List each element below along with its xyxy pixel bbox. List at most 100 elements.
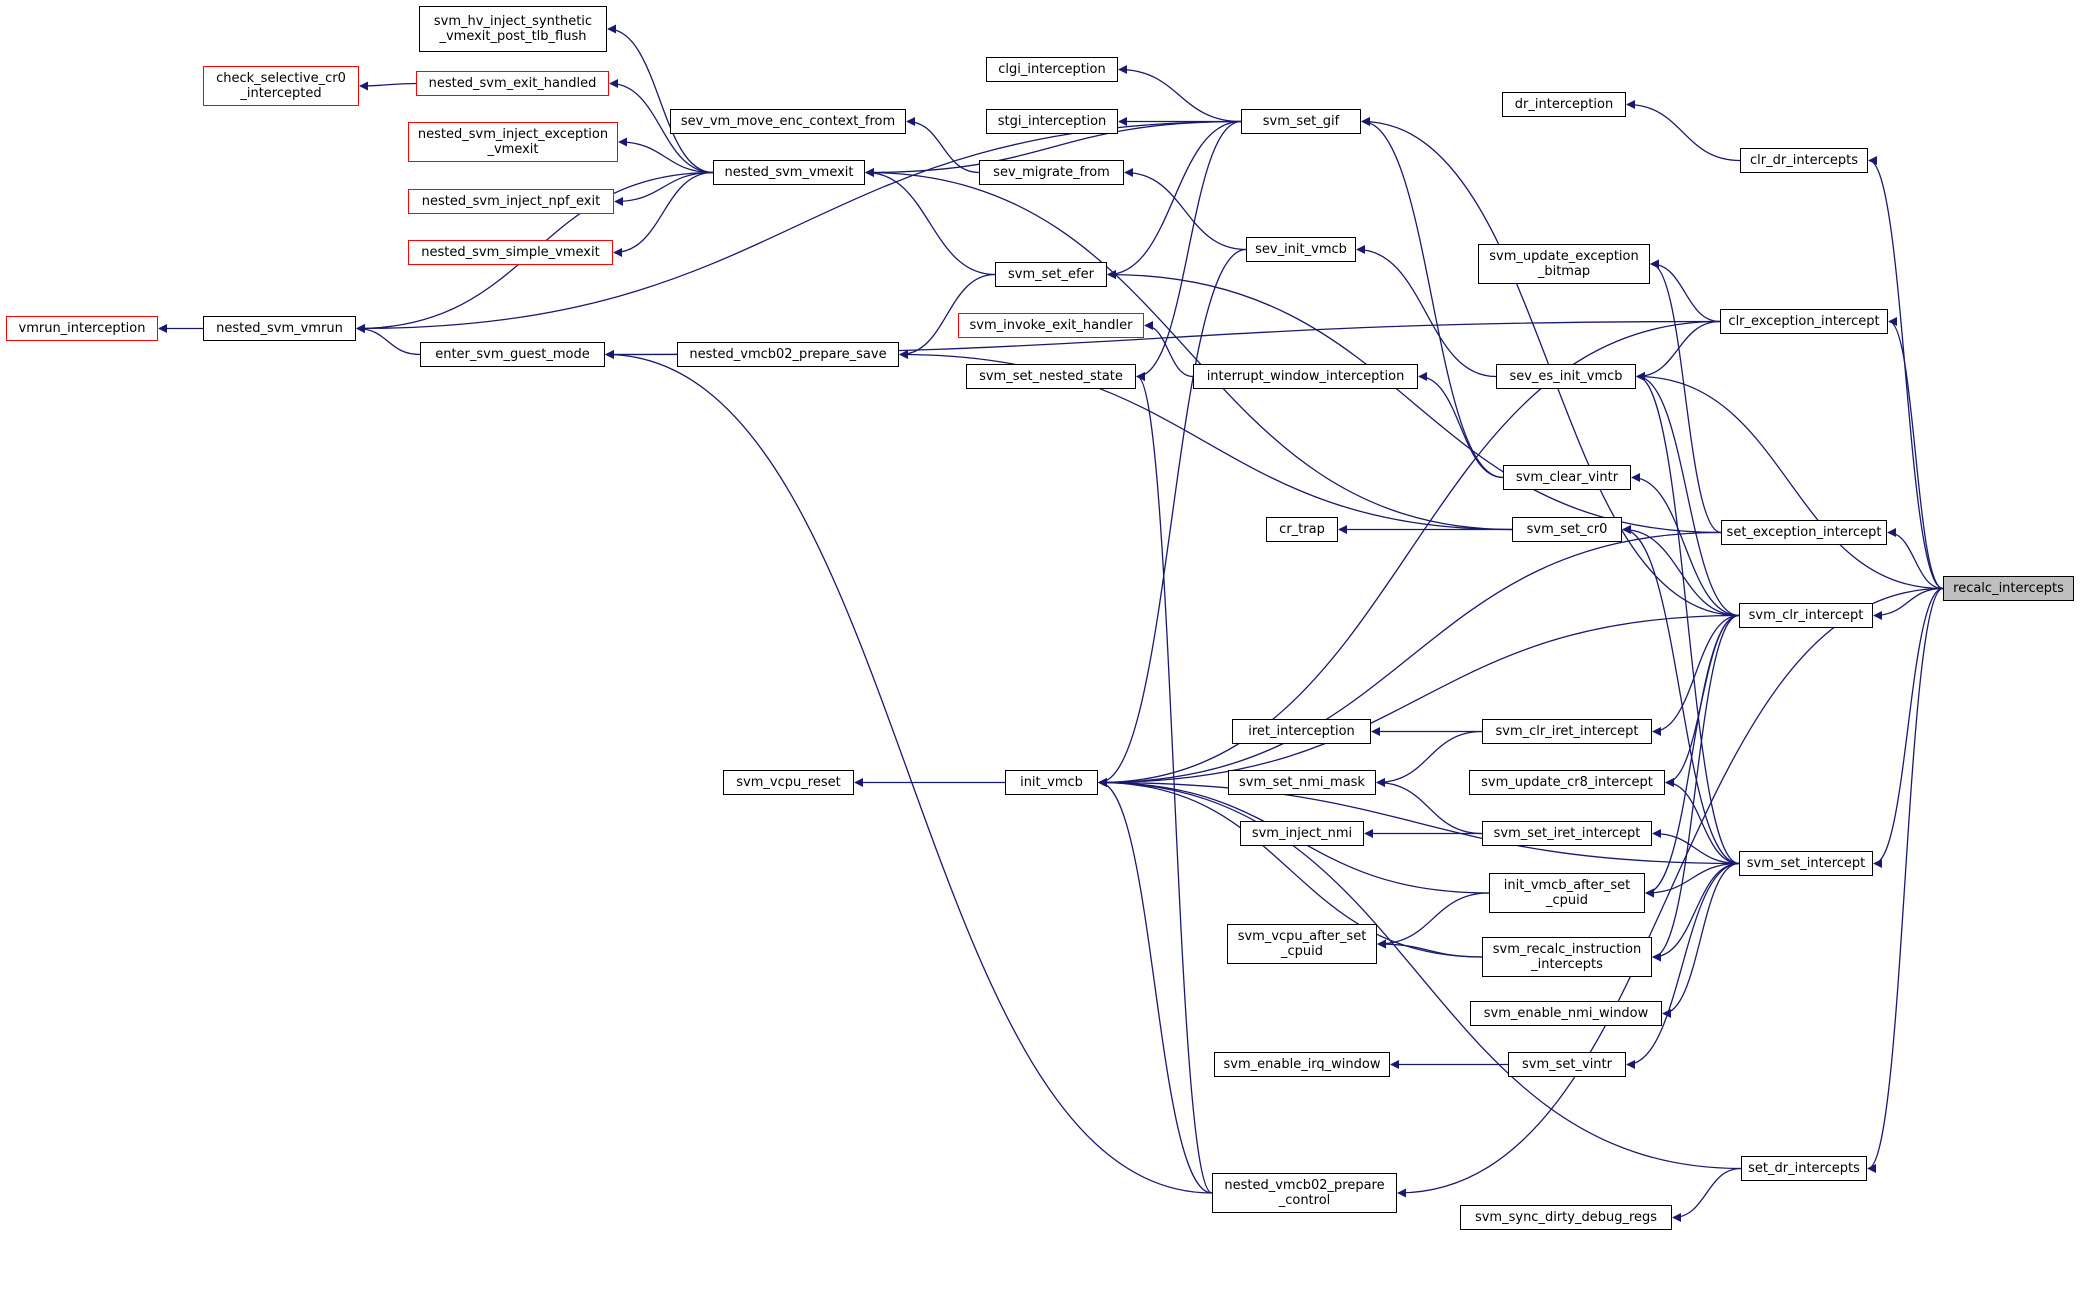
node-sev-init-vmcb[interactable]: sev_init_vmcb bbox=[1246, 237, 1356, 262]
node-init-vmcb-after-set-cpuid[interactable]: init_vmcb_after_set _cpuid bbox=[1489, 873, 1645, 913]
edge-svm-set-iret-intercept-to-svm-set-nmi-mask bbox=[1376, 778, 1483, 835]
edge-nested-svm-vmexit-to-nsvm-exit-handled bbox=[609, 79, 714, 174]
edge-svm-clr-intercept-to-init-vmcb-after-set-cpuid bbox=[1645, 614, 1740, 898]
node-set-dr-intercepts[interactable]: set_dr_intercepts bbox=[1741, 1156, 1867, 1181]
node-svm-vcpu-reset[interactable]: svm_vcpu_reset bbox=[723, 770, 854, 795]
edge-set-dr-intercepts-to-svm-sync-dirty-debug-regs bbox=[1672, 1167, 1742, 1222]
node-svm-set-efer[interactable]: svm_set_efer bbox=[995, 262, 1107, 287]
edge-svm-clr-iret-intercept-to-svm-set-nmi-mask bbox=[1376, 730, 1483, 787]
edge-svm-set-intercept-to-sev-es-init-vmcb bbox=[1636, 372, 1740, 865]
edge-recalc-intercepts-to-nested-vmcb02-prepare-control bbox=[1397, 587, 1944, 1198]
node-nsvm-simple[interactable]: nested_svm_simple_vmexit bbox=[408, 240, 613, 265]
edge-svm-set-gif-to-clgi bbox=[1118, 65, 1242, 123]
edge-svm-clr-intercept-to-svm-set-cr0 bbox=[1622, 525, 1740, 617]
node-interrupt-window[interactable]: interrupt_window_interception bbox=[1193, 364, 1418, 389]
node-svm-clr-intercept[interactable]: svm_clr_intercept bbox=[1739, 603, 1873, 628]
node-svm-enable-irq-window[interactable]: svm_enable_irq_window bbox=[1214, 1052, 1390, 1077]
node-svm-clear-vintr[interactable]: svm_clear_vintr bbox=[1503, 465, 1631, 490]
edge-svm-set-gif-to-svm-set-nested-state bbox=[1136, 120, 1242, 381]
edge-svm-set-gif-to-nested-svm-vmexit bbox=[865, 120, 1242, 177]
node-svm-set-nmi-mask[interactable]: svm_set_nmi_mask bbox=[1228, 770, 1376, 795]
edge-clr-exception-intercept-to-svm-update-exception-bitmap bbox=[1650, 259, 1721, 323]
node-svm-set-iret-intercept[interactable]: svm_set_iret_intercept bbox=[1482, 821, 1652, 846]
node-nested-vmcb02-prepare-control[interactable]: nested_vmcb02_prepare _control bbox=[1212, 1173, 1397, 1213]
node-svm-sync-dirty-debug-regs[interactable]: svm_sync_dirty_debug_regs bbox=[1460, 1205, 1672, 1230]
edge-recalc-intercepts-to-clr-dr-intercepts bbox=[1868, 156, 1944, 590]
node-nested-svm-vmrun[interactable]: nested_svm_vmrun bbox=[203, 316, 356, 341]
edge-clr-dr-intercepts-to-dr-interception bbox=[1626, 100, 1741, 162]
node-svm-vcpu-after-set-cpuid[interactable]: svm_vcpu_after_set _cpuid bbox=[1227, 924, 1377, 964]
node-svm-invoke-exit-handler[interactable]: svm_invoke_exit_handler bbox=[958, 313, 1144, 338]
edge-recalc-intercepts-to-svm-set-intercept bbox=[1873, 587, 1944, 868]
edge-svm-set-intercept-to-init-vmcb-after-set-cpuid bbox=[1645, 862, 1740, 898]
edge-clr-exception-intercept-to-init-vmcb bbox=[1098, 320, 1721, 787]
edge-clr-exception-intercept-to-sev-es-init-vmcb bbox=[1636, 320, 1721, 381]
edge-svm-clear-vintr-to-svm-set-gif bbox=[1361, 117, 1504, 479]
node-svm-recalc-instruction-intercepts[interactable]: svm_recalc_instruction _intercepts bbox=[1482, 937, 1652, 977]
edge-sev-migrate-from-to-sev-vm-move bbox=[906, 117, 980, 174]
edge-recalc-intercepts-to-set-exception-intercept bbox=[1887, 528, 1944, 590]
node-dr-interception[interactable]: dr_interception bbox=[1502, 92, 1626, 117]
node-check-cr0[interactable]: check_selective_cr0 _intercepted bbox=[203, 66, 359, 106]
edge-init-vmcb-after-set-cpuid-to-svm-vcpu-after-set-cpuid bbox=[1377, 892, 1490, 949]
edge-nested-svm-vmexit-to-nsvm-simple bbox=[613, 171, 714, 257]
node-svm-set-gif[interactable]: svm_set_gif bbox=[1241, 109, 1361, 134]
node-svm-update-cr8-intercept[interactable]: svm_update_cr8_intercept bbox=[1469, 770, 1665, 795]
node-sev-migrate-from[interactable]: sev_migrate_from bbox=[979, 160, 1124, 185]
node-sev-es-init-vmcb[interactable]: sev_es_init_vmcb bbox=[1496, 364, 1636, 389]
edge-set-exception-intercept-to-svm-set-efer bbox=[1107, 270, 1722, 534]
node-sev-vm-move[interactable]: sev_vm_move_enc_context_from bbox=[670, 109, 906, 134]
node-svm-update-exception-bitmap[interactable]: svm_update_exception _bitmap bbox=[1478, 244, 1650, 284]
edge-svm-clr-intercept-to-svm-recalc-instruction-intercepts bbox=[1652, 614, 1740, 962]
node-stgi[interactable]: stgi_interception bbox=[986, 109, 1118, 134]
node-nsvm-inject-npf[interactable]: nested_svm_inject_npf_exit bbox=[408, 189, 614, 214]
edge-nested-svm-vmexit-to-svm-hv bbox=[607, 24, 714, 174]
edge-sev-init-vmcb-to-init-vmcb bbox=[1098, 248, 1247, 787]
edge-enter-svm-guest-mode-to-nested-svm-vmrun bbox=[356, 324, 421, 356]
node-clr-exception-intercept[interactable]: clr_exception_intercept bbox=[1720, 309, 1888, 334]
edge-nested-vmcb02-prepare-control-to-enter-svm-guest-mode bbox=[605, 350, 1213, 1194]
edge-nested-svm-vmexit-to-nsvm-inject-npf bbox=[614, 171, 714, 206]
node-svm-set-cr0[interactable]: svm_set_cr0 bbox=[1512, 517, 1622, 542]
edge-svm-set-intercept-to-svm-set-iret-intercept bbox=[1652, 829, 1740, 865]
node-svm-clr-iret-intercept[interactable]: svm_clr_iret_intercept bbox=[1482, 719, 1652, 744]
node-clr-dr-intercepts[interactable]: clr_dr_intercepts bbox=[1740, 148, 1868, 173]
edge-svm-set-efer-to-nested-vmcb02-prepare-save bbox=[899, 273, 996, 359]
node-svm-inject-nmi[interactable]: svm_inject_nmi bbox=[1240, 821, 1364, 846]
edge-recalc-intercepts-to-sev-es-init-vmcb bbox=[1636, 372, 1944, 590]
node-nsvm-inject-exc[interactable]: nested_svm_inject_exception _vmexit bbox=[408, 122, 618, 162]
node-cr-trap[interactable]: cr_trap bbox=[1266, 517, 1338, 542]
edge-svm-recalc-instruction-intercepts-to-svm-vcpu-after-set-cpuid bbox=[1377, 939, 1483, 958]
edge-svm-set-intercept-to-svm-set-cr0 bbox=[1622, 525, 1740, 865]
node-nested-vmcb02-prepare-save[interactable]: nested_vmcb02_prepare_save bbox=[677, 342, 899, 367]
edge-svm-set-intercept-to-svm-enable-nmi-window bbox=[1662, 862, 1740, 1018]
node-init-vmcb[interactable]: init_vmcb bbox=[1005, 770, 1098, 795]
edge-layer bbox=[158, 24, 1944, 1222]
edge-recalc-intercepts-to-set-dr-intercepts bbox=[1867, 587, 1944, 1173]
node-svm-enable-nmi-window[interactable]: svm_enable_nmi_window bbox=[1470, 1001, 1662, 1026]
edge-svm-set-intercept-to-init-vmcb bbox=[1098, 778, 1740, 865]
edge-svm-clr-intercept-to-sev-es-init-vmcb bbox=[1636, 372, 1740, 617]
edge-svm-set-intercept-to-svm-update-cr8-intercept bbox=[1665, 778, 1740, 865]
node-nsvm-exit-handled[interactable]: nested_svm_exit_handled bbox=[416, 71, 609, 96]
node-vmrun-interception[interactable]: vmrun_interception bbox=[6, 316, 158, 341]
edge-svm-set-intercept-to-svm-recalc-instruction-intercepts bbox=[1652, 862, 1740, 962]
node-svm-set-vintr[interactable]: svm_set_vintr bbox=[1508, 1052, 1626, 1077]
edge-svm-clr-intercept-to-svm-clear-vintr bbox=[1631, 473, 1740, 617]
node-set-exception-intercept[interactable]: set_exception_intercept bbox=[1721, 520, 1887, 545]
edge-svm-set-intercept-to-svm-set-vintr bbox=[1626, 862, 1740, 1069]
edge-set-exception-intercept-to-svm-update-exception-bitmap bbox=[1650, 259, 1722, 534]
node-recalc-intercepts: recalc_intercepts bbox=[1943, 576, 2074, 601]
node-svm-set-intercept[interactable]: svm_set_intercept bbox=[1739, 851, 1873, 876]
node-svm-set-nested-state[interactable]: svm_set_nested_state bbox=[966, 364, 1136, 389]
edge-interrupt-window-to-svm-invoke-exit-handler bbox=[1144, 321, 1194, 378]
node-nested-svm-vmexit[interactable]: nested_svm_vmexit bbox=[713, 160, 865, 185]
node-svm-hv[interactable]: svm_hv_inject_synthetic _vmexit_post_tlb… bbox=[419, 6, 607, 52]
edge-set-exception-intercept-to-init-vmcb bbox=[1098, 531, 1722, 787]
node-iret-interception[interactable]: iret_interception bbox=[1232, 719, 1371, 744]
edge-sev-init-vmcb-to-sev-migrate-from bbox=[1124, 168, 1247, 251]
node-clgi[interactable]: clgi_interception bbox=[986, 57, 1118, 82]
node-enter-svm-guest-mode[interactable]: enter_svm_guest_mode bbox=[420, 342, 605, 367]
edge-nested-vmcb02-prepare-control-to-init-vmcb bbox=[1098, 778, 1213, 1194]
edge-svm-set-cr0-to-nested-svm-vmexit bbox=[865, 168, 1513, 531]
